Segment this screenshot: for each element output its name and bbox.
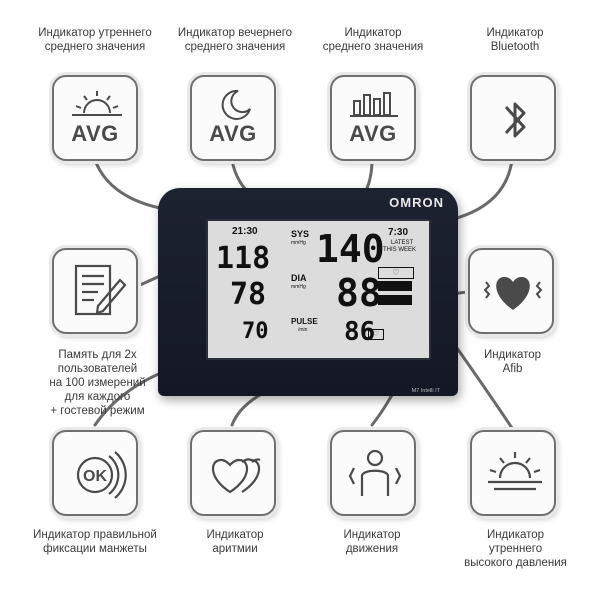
label-motion: Индикатор движения <box>343 529 401 555</box>
dia-unit: mmHg <box>291 284 306 290</box>
memory-pulse-value: 70 <box>242 319 269 344</box>
sys-unit: mmHg <box>291 240 306 246</box>
label-morning-avg: Индикатор утреннего среднего значения <box>38 27 152 53</box>
heart-vibration-icon <box>483 276 543 310</box>
label-arrhythmia: Индикатор аритмии <box>206 529 264 555</box>
label-afib: Индикатор Afib <box>483 349 542 375</box>
brand-logo: OMRON <box>389 195 444 210</box>
tile-morning-high <box>470 430 556 516</box>
label-morning-high: Индикатор утреннего высокого давления <box>464 529 567 569</box>
label-memory: Память для 2х пользователей на 100 измер… <box>49 349 146 417</box>
tile-bluetooth <box>470 75 556 161</box>
pulse-value: 86 <box>344 317 376 347</box>
memory-dia-value: 78 <box>230 277 267 312</box>
pulse-unit: /min <box>298 327 308 333</box>
tile-arrhythmia <box>190 430 276 516</box>
avg-label: AVG <box>71 121 119 146</box>
motion-indicator-icon <box>378 281 412 291</box>
arrhythmia-lcd-icon: ♡ <box>368 329 384 340</box>
sunrise-icon <box>72 91 122 116</box>
tile-evening-avg: AVG <box>190 75 276 161</box>
lcd-time-right: 7:30 <box>388 227 409 238</box>
latest-label: LATEST <box>391 240 414 246</box>
tile-morning-avg: AVG <box>52 75 138 161</box>
model-label: M7 Intelli IT <box>411 388 440 394</box>
label-cuff: Индикатор правильной фиксации манжеты <box>33 529 157 555</box>
sys-label: SYS <box>291 229 310 239</box>
bluetooth-icon <box>504 102 526 138</box>
morning-high-indicator-icon <box>378 295 412 305</box>
notepad-pen-icon <box>74 264 127 316</box>
sunrise-pressure-icon <box>488 452 542 491</box>
heart-indicator-icon: ♡ <box>378 267 414 279</box>
label-bluetooth: Индикатор Bluetooth <box>486 27 544 53</box>
ok-text: OK <box>83 468 107 485</box>
lcd-display: 21:30 118 78 70 SYS mmHg 140 DIA mmHg 88… <box>206 219 431 360</box>
this-week-label: THIS WEEK <box>383 247 417 253</box>
moon-icon <box>221 89 251 120</box>
sys-value: 140 <box>316 227 385 271</box>
dia-value: 88 <box>336 271 382 315</box>
pulse-label: PULSE <box>291 317 318 326</box>
tile-memory <box>52 248 138 334</box>
tile-avg: AVG <box>330 75 416 161</box>
avg-label: AVG <box>209 121 257 146</box>
bar-graph-icon <box>350 92 398 117</box>
memory-sys-value: 118 <box>216 241 271 276</box>
irregular-heartbeat-icon <box>212 458 261 494</box>
avg-label: AVG <box>349 121 397 146</box>
dia-label: DIA <box>291 273 307 283</box>
label-avg: Индикатор среднего значения <box>322 27 424 53</box>
blood-pressure-monitor: OMRON 21:30 118 78 70 SYS mmHg 140 DIA m… <box>158 188 458 396</box>
tile-afib <box>468 248 554 334</box>
lcd-time-left: 21:30 <box>232 226 258 237</box>
tile-motion <box>330 430 416 516</box>
tile-cuff: OK <box>52 430 138 516</box>
person-motion-icon <box>348 449 402 496</box>
label-evening-avg: Индикатор вечернего среднего значения <box>177 27 293 53</box>
ok-cuff-icon: OK <box>76 451 127 499</box>
